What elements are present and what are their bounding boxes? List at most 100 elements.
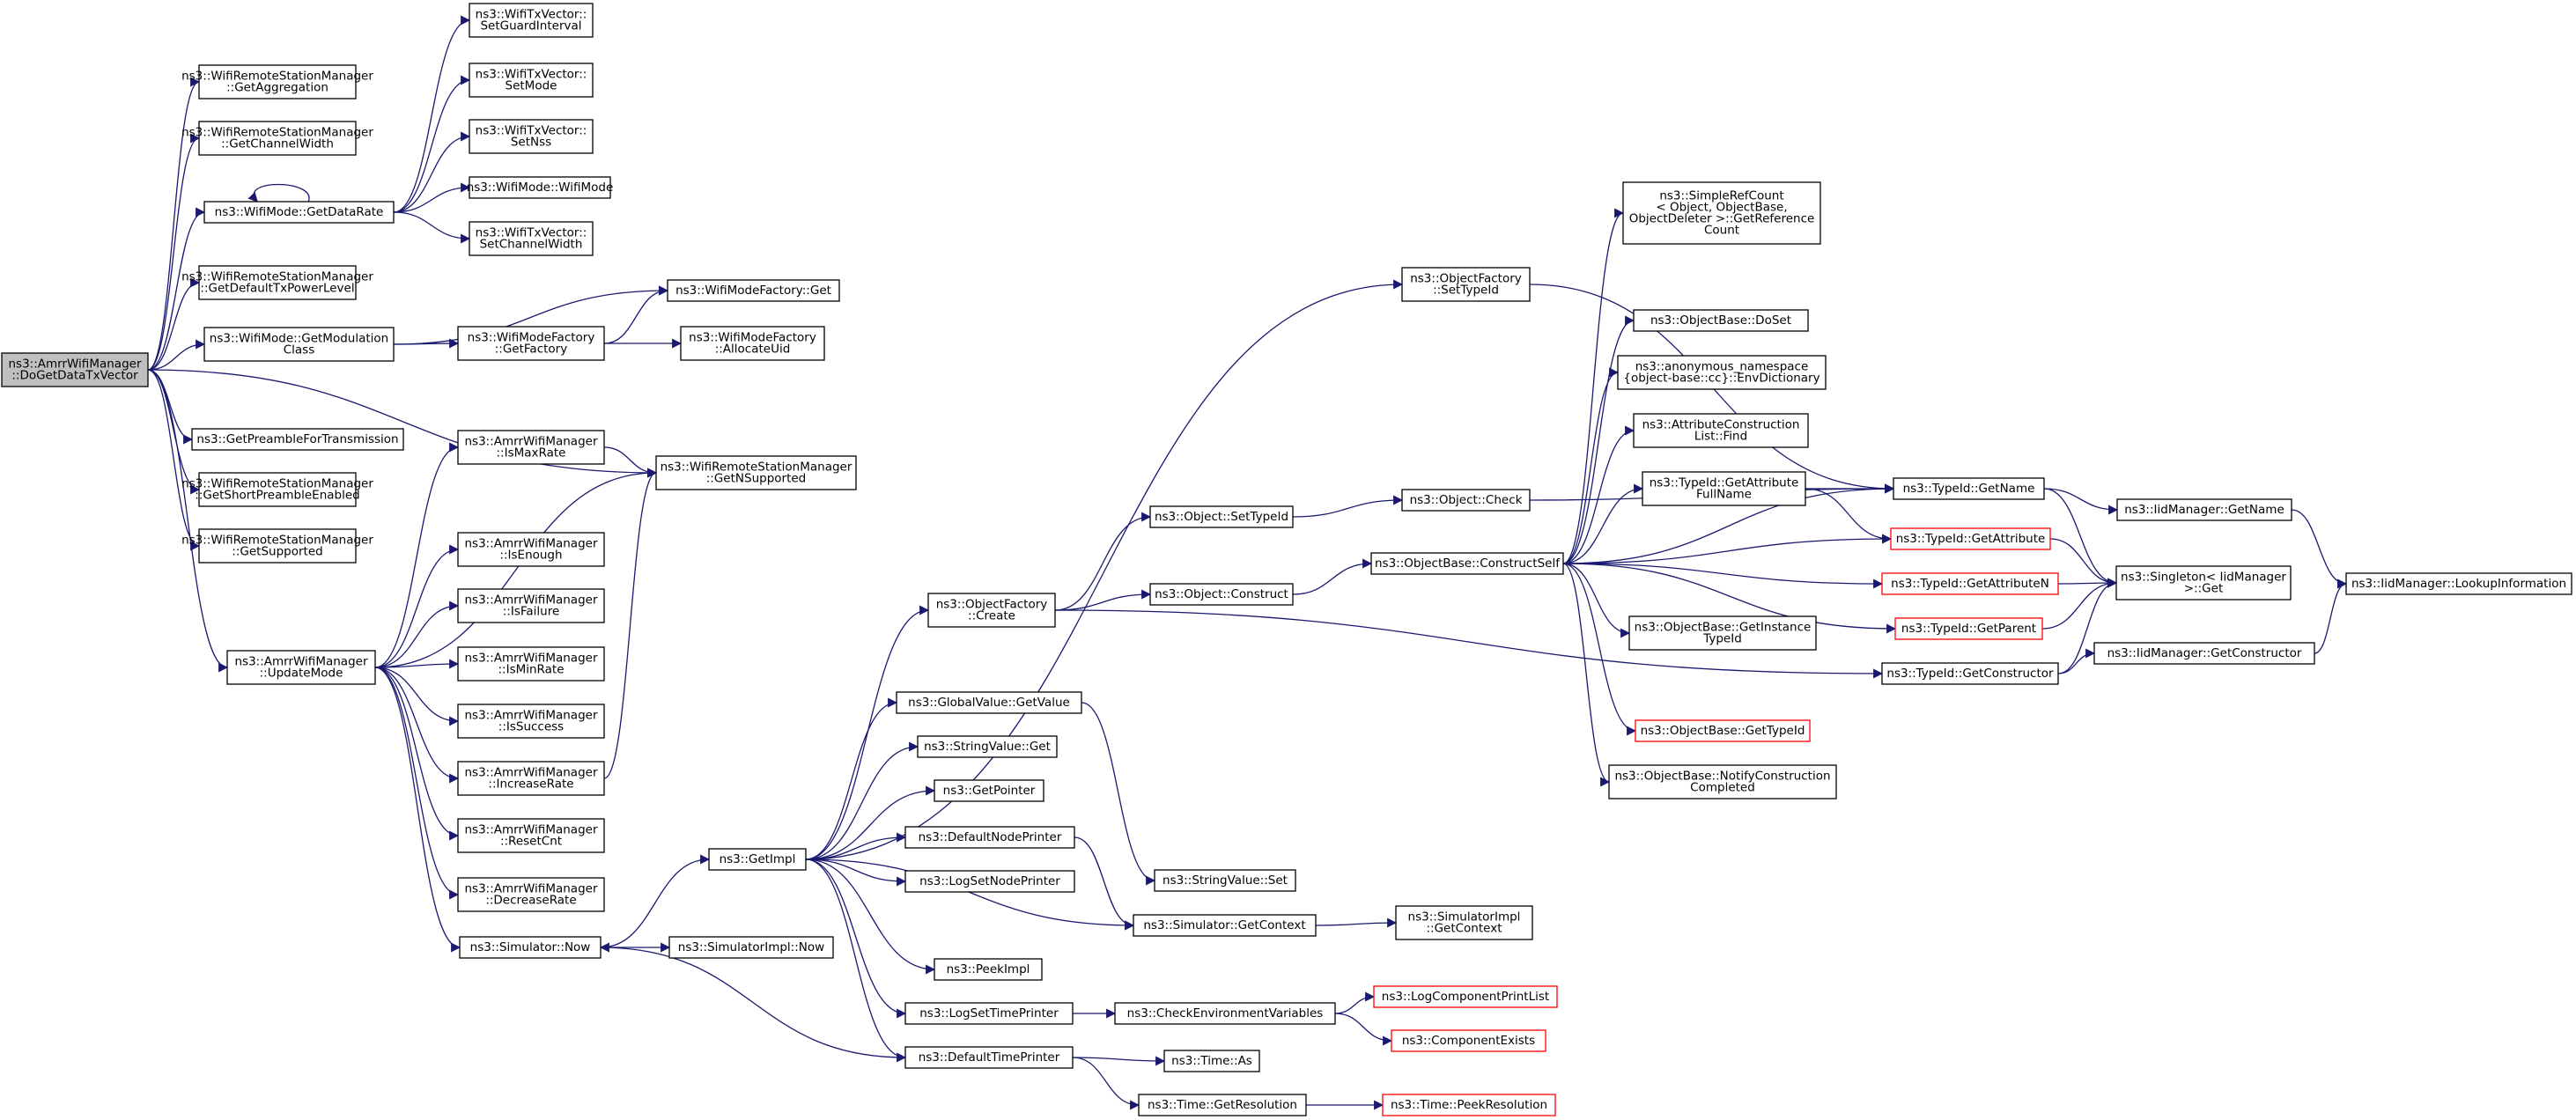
node-label-line: ns3::TypeId::GetAttributeN (1891, 577, 2049, 591)
node-get-impl[interactable]: ns3::GetImpl (708, 848, 807, 871)
node-label-line: ns3::WifiRemoteStationManager (181, 70, 373, 84)
node-time-get-resolution[interactable]: ns3::Time::GetResolution (1138, 1094, 1307, 1116)
edge-gv-get-value-to-sv-set (1081, 702, 1156, 886)
node-gv-get-value[interactable]: ns3::GlobalValue::GetValue (896, 691, 1082, 714)
node-get-aggregation[interactable]: ns3::WifiRemoteStationManager::GetAggreg… (181, 64, 373, 99)
edge-get-impl-to-get-pointer (805, 785, 936, 860)
node-construct-self[interactable]: ns3::ObjectBase::ConstructSelf (1370, 552, 1564, 575)
node-label-line: ns3::TypeId::GetConstructor (1886, 667, 2054, 681)
node-log-comp-print-list[interactable]: ns3::LogComponentPrintList (1373, 985, 1558, 1008)
node-label-line: ns3::WifiModeFactory (689, 331, 816, 345)
node-time-peek-resolution[interactable]: ns3::Time::PeekResolution (1382, 1094, 1556, 1116)
node-get-nsupported[interactable]: ns3::WifiRemoteStationManager::GetNSuppo… (655, 455, 857, 490)
node-src-get-ref-count[interactable]: ns3::SimpleRefCount< Object, ObjectBase,… (1622, 181, 1821, 245)
node-ob-do-set[interactable]: ns3::ObjectBase::DoSet (1633, 309, 1809, 332)
node-set-channel-width[interactable]: ns3::WifiTxVector::SetChannelWidth (469, 221, 594, 256)
node-peek-impl[interactable]: ns3::PeekImpl (934, 958, 1043, 981)
node-ob-get-type-id[interactable]: ns3::ObjectBase::GetTypeId (1635, 719, 1811, 742)
node-sim-get-context[interactable]: ns3::Simulator::GetContext (1133, 914, 1317, 937)
node-root[interactable]: ns3::AmrrWifiManager::DoGetDataTxVector (1, 352, 149, 387)
node-sim-impl-get-context[interactable]: ns3::SimulatorImpl::GetContext (1395, 905, 1533, 940)
node-box (457, 646, 605, 682)
node-log-set-time-printer[interactable]: ns3::LogSetTimePrinter (904, 1002, 1074, 1025)
node-sim-impl-now[interactable]: ns3::SimulatorImpl::Now (668, 936, 834, 959)
node-set-guard-interval[interactable]: ns3::WifiTxVector::SetGuardInterval (469, 3, 594, 38)
node-obj-check[interactable]: ns3::Object::Check (1401, 489, 1531, 512)
node-set-mode[interactable]: ns3::WifiTxVector::SetMode (469, 63, 594, 98)
node-sv-get[interactable]: ns3::StringValue::Get (917, 735, 1058, 758)
node-get-data-rate[interactable]: ns3::WifiMode::GetDataRate (203, 201, 395, 224)
node-is-enough[interactable]: ns3::AmrrWifiManager::IsEnough (457, 532, 605, 567)
node-box (1617, 355, 1827, 390)
node-label-line: ns3::LogSetTimePrinter (919, 1006, 1059, 1021)
node-label-line: ns3::ObjectBase::NotifyConstruction (1614, 770, 1830, 784)
node-tid-get-attribute[interactable]: ns3::TypeId::GetAttribute (1890, 527, 2051, 550)
node-obj-set-type-id[interactable]: ns3::Object::SetTypeId (1149, 505, 1294, 528)
node-reset-cnt[interactable]: ns3::AmrrWifiManager::ResetCnt (457, 818, 605, 853)
node-is-min-rate[interactable]: ns3::AmrrWifiManager::IsMinRate (457, 646, 605, 682)
node-box (457, 588, 605, 623)
node-get-preamble[interactable]: ns3::GetPreambleForTransmission (191, 428, 404, 451)
node-update-mode[interactable]: ns3::AmrrWifiManager::UpdateMode (226, 650, 376, 685)
node-label-line: ns3::WifiTxVector:: (476, 124, 587, 138)
node-box (667, 279, 840, 302)
node-iid-lookup[interactable]: ns3::IidManager::LookupInformation (2345, 572, 2572, 595)
node-label-line: ns3::AmrrWifiManager (464, 709, 597, 723)
node-default-time-printer[interactable]: ns3::DefaultTimePrinter (904, 1046, 1074, 1069)
edge-construct-self-to-tid-get-name (1562, 483, 1895, 564)
node-set-nss[interactable]: ns3::WifiTxVector::SetNss (469, 119, 594, 154)
node-box (191, 428, 404, 451)
node-allocate-uid[interactable]: ns3::WifiModeFactory::AllocateUid (680, 326, 825, 361)
node-box (1401, 489, 1531, 512)
node-is-success[interactable]: ns3::AmrrWifiManager::IsSuccess (457, 704, 605, 739)
node-time-as[interactable]: ns3::Time::As (1163, 1050, 1260, 1072)
edge-get-data-rate-to-set-nss (393, 131, 471, 213)
node-get-channel-width[interactable]: ns3::WifiRemoteStationManager::GetChanne… (181, 121, 373, 156)
node-iid-get-name[interactable]: ns3::IidManager::GetName (2116, 498, 2292, 521)
node-is-max-rate[interactable]: ns3::AmrrWifiManager::IsMaxRate (457, 430, 605, 465)
node-box (934, 958, 1043, 981)
node-box (1149, 583, 1294, 606)
node-wifi-mode-ctor[interactable]: ns3::WifiMode::WifiMode (467, 176, 614, 199)
node-of-set-type-id[interactable]: ns3::ObjectFactory::SetTypeId (1401, 267, 1531, 302)
node-of-create[interactable]: ns3::ObjectFactory::Create (927, 593, 1056, 628)
node-label-line: ns3::AmrrWifiManager (464, 882, 597, 896)
node-log-set-node-printer[interactable]: ns3::LogSetNodePrinter (904, 870, 1075, 893)
node-wmf-get[interactable]: ns3::WifiModeFactory::Get (667, 279, 840, 302)
node-obj-construct[interactable]: ns3::Object::Construct (1149, 583, 1294, 606)
node-get-short-preamble[interactable]: ns3::WifiRemoteStationManager::GetShortP… (181, 472, 373, 507)
node-ob-notify[interactable]: ns3::ObjectBase::NotifyConstructionCompl… (1608, 764, 1837, 799)
node-env-dictionary[interactable]: ns3::anonymous_namespace{object-base::cc… (1617, 355, 1827, 390)
node-component-exists[interactable]: ns3::ComponentExists (1391, 1029, 1546, 1052)
node-default-node-printer[interactable]: ns3::DefaultNodePrinter (904, 826, 1075, 849)
node-tid-get-name[interactable]: ns3::TypeId::GetName (1893, 477, 2045, 500)
edge-root-to-get-default-tx-power (147, 277, 201, 371)
node-tid-get-attribute-n[interactable]: ns3::TypeId::GetAttributeN (1881, 572, 2059, 595)
edge-update-mode-to-is-enough (374, 544, 460, 668)
node-label-line: ns3::StringValue::Set (1163, 873, 1288, 888)
node-increase-rate[interactable]: ns3::AmrrWifiManager::IncreaseRate (457, 761, 605, 796)
node-get-supported[interactable]: ns3::WifiRemoteStationManager::GetSuppor… (181, 528, 373, 564)
node-get-factory[interactable]: ns3::WifiModeFactory::GetFactory (457, 326, 605, 361)
edge-get-modulation-class-to-get-factory (393, 338, 460, 349)
node-sv-set[interactable]: ns3::StringValue::Set (1154, 869, 1296, 892)
node-tid-get-constructor[interactable]: ns3::TypeId::GetConstructor (1881, 662, 2059, 685)
node-get-default-tx-power[interactable]: ns3::WifiRemoteStationManager::GetDefaul… (181, 265, 373, 300)
node-tid-get-parent[interactable]: ns3::TypeId::GetParent (1894, 617, 2043, 640)
node-get-pointer[interactable]: ns3::GetPointer (934, 779, 1044, 802)
node-label-line: ::GetNSupported (706, 472, 807, 486)
node-iid-get-constructor[interactable]: ns3::IidManager::GetConstructor (2093, 642, 2315, 665)
node-sim-now[interactable]: ns3::Simulator::Now (459, 936, 602, 959)
node-check-env[interactable]: ns3::CheckEnvironmentVariables (1114, 1002, 1336, 1025)
node-box (457, 430, 605, 465)
node-is-failure[interactable]: ns3::AmrrWifiManager::IsFailure (457, 588, 605, 623)
node-singleton-get[interactable]: ns3::Singleton< IidManager>::Get (2115, 565, 2292, 601)
node-box (904, 870, 1075, 893)
node-decrease-rate[interactable]: ns3::AmrrWifiManager::DecreaseRate (457, 877, 605, 912)
node-box (1154, 869, 1296, 892)
